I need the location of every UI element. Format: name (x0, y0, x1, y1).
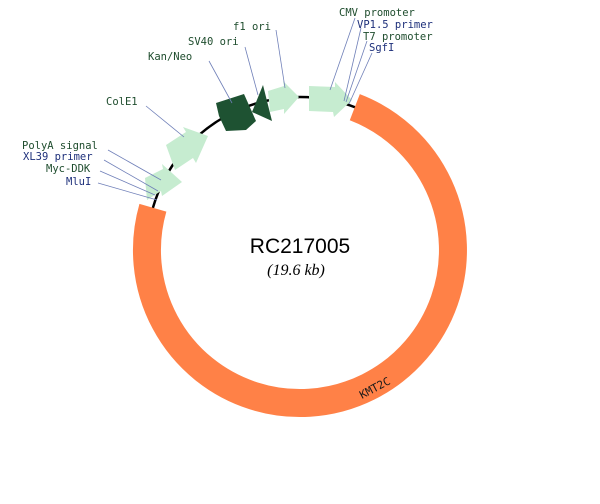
label-cmv-promoter: CMV promoter (339, 7, 415, 19)
label-polya-signal: PolyA signal (22, 140, 98, 152)
cole1-arrow (166, 127, 208, 170)
label-cole1: ColE1 (106, 96, 138, 108)
gene-arc (132, 94, 467, 417)
leader-kan (208, 60, 233, 104)
plasmid-size: (19.6 kb) (267, 262, 325, 279)
leader-myc (99, 170, 156, 196)
leader-xl39 (103, 159, 159, 192)
label-t7-promoter: T7 promoter (363, 31, 433, 43)
sv40-ori-arrow (252, 85, 272, 121)
leader-sgfi (348, 52, 373, 105)
label-vp15-primer: VP1.5 primer (357, 19, 433, 31)
label-sgfi: SgfI (369, 42, 394, 54)
f1-ori-arrow (268, 81, 299, 114)
plasmid-name: RC217005 (250, 235, 350, 258)
label-myc-ddk: Myc-DDK (46, 163, 91, 175)
myc-ddk-arrow (145, 164, 182, 200)
cmv-promoter-arrow (309, 82, 352, 117)
label-xl39-primer: XL39 primer (23, 151, 93, 163)
label-sv40-ori: SV40 ori (188, 36, 239, 48)
leader-cmv (329, 17, 356, 91)
kan-neo-arrow (216, 94, 256, 131)
feature-labels: CMV promoter VP1.5 primer T7 promoter Sg… (22, 7, 433, 188)
leader-vp15 (343, 27, 362, 102)
leader-cole1 (145, 105, 185, 138)
leader-t7 (345, 40, 368, 103)
label-kan-neo: Kan/Neo (148, 51, 192, 63)
label-f1-ori: f1 ori (233, 21, 271, 33)
leader-polya (107, 149, 162, 181)
leader-lines (97, 17, 373, 201)
leader-mlui (97, 182, 158, 201)
leader-f1 (275, 29, 286, 89)
features (145, 81, 352, 200)
leader-sv40 (244, 46, 259, 96)
label-mlui: MluI (66, 176, 91, 188)
